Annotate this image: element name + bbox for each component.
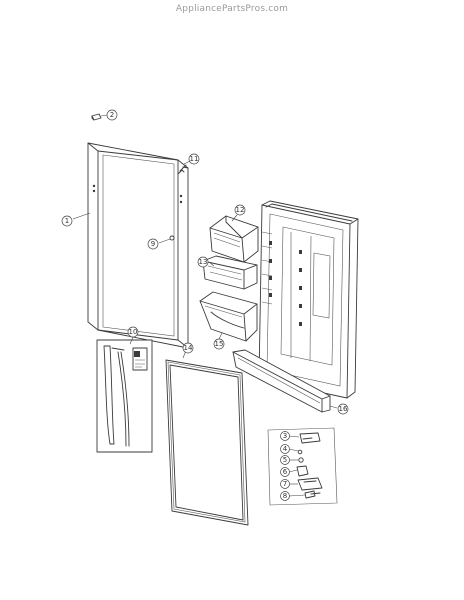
svg-text:4: 4 xyxy=(283,445,288,453)
part-long-bin xyxy=(232,349,331,413)
callout-3: 3 xyxy=(280,431,290,441)
callout-13: 13 xyxy=(197,256,209,268)
hinge-kit-group xyxy=(267,427,338,506)
svg-text:1: 1 xyxy=(65,217,69,225)
callout-14: 14 xyxy=(182,342,194,354)
part-hinge-pin xyxy=(177,164,189,175)
svg-text:3: 3 xyxy=(283,432,287,440)
watermark-text: AppliancePartsPros.com xyxy=(175,4,289,14)
svg-text:5: 5 xyxy=(283,456,287,464)
callout-2: 2 xyxy=(106,109,118,121)
callout-1: 1 xyxy=(61,215,73,227)
part-door-liner xyxy=(258,200,359,399)
svg-text:6: 6 xyxy=(283,468,288,476)
callout-7: 7 xyxy=(280,479,290,489)
svg-text:14: 14 xyxy=(184,344,193,352)
svg-text:9: 9 xyxy=(151,240,155,248)
part-handle-kit xyxy=(96,339,153,453)
svg-text:15: 15 xyxy=(215,340,224,348)
svg-text:2: 2 xyxy=(110,111,114,119)
callout-15: 15 xyxy=(213,338,225,350)
svg-text:11: 11 xyxy=(190,155,199,163)
callout-12: 12 xyxy=(234,204,246,216)
callout-6: 6 xyxy=(280,467,290,477)
svg-text:12: 12 xyxy=(236,206,245,214)
part-door-gasket xyxy=(165,359,249,526)
svg-text:16: 16 xyxy=(339,405,348,413)
callout-8: 8 xyxy=(280,491,290,501)
callout-4: 4 xyxy=(280,444,290,454)
part-door-panel xyxy=(87,142,189,349)
part-door-bin xyxy=(199,291,258,342)
svg-text:7: 7 xyxy=(283,480,287,488)
callout-10: 10 xyxy=(127,326,139,338)
part-cap-screw xyxy=(91,113,102,121)
callout-16: 16 xyxy=(337,403,349,415)
callout-11: 11 xyxy=(188,153,200,165)
part-door-screw xyxy=(169,235,175,241)
part-dairy-bin xyxy=(209,215,259,263)
svg-text:8: 8 xyxy=(283,492,287,500)
part-shelf-rack xyxy=(202,255,258,290)
callout-9: 9 xyxy=(147,238,159,250)
svg-text:13: 13 xyxy=(199,258,208,266)
callout-5: 5 xyxy=(280,455,290,465)
svg-text:10: 10 xyxy=(129,328,138,336)
